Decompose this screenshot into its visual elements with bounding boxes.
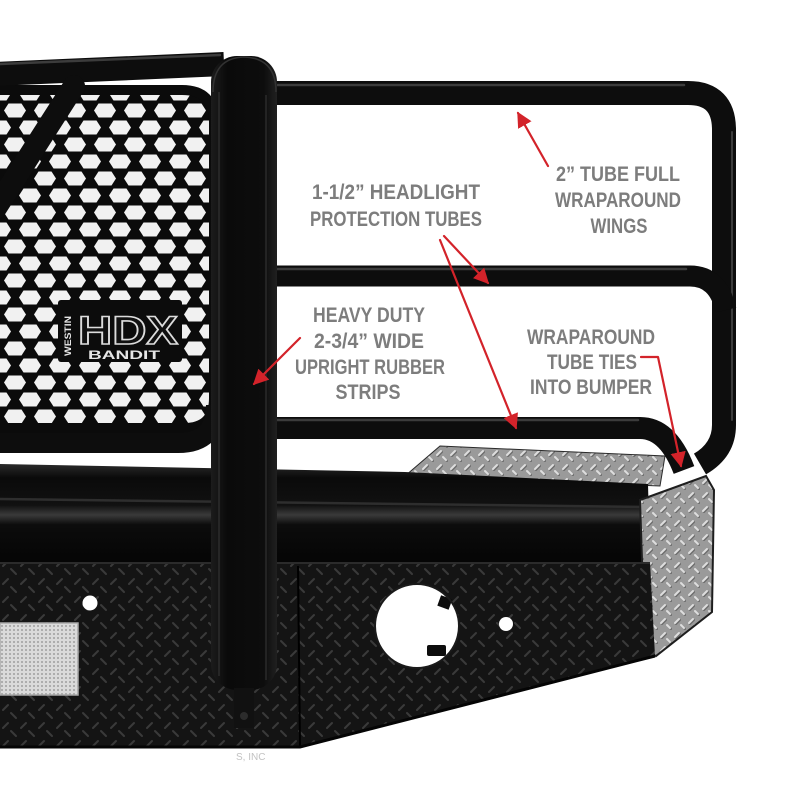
callout-arrow xyxy=(516,111,550,168)
callout-line: WINGS xyxy=(591,215,648,238)
tow-hole-small-right xyxy=(499,617,513,631)
callout-line: UPRIGHT RUBBER xyxy=(295,356,445,379)
callout-line: TUBE TIES xyxy=(547,351,637,374)
callout-line: STRIPS xyxy=(336,381,401,404)
callout-wraparound-wings: 2” TUBE FULL WRAPAROUND WINGS xyxy=(516,111,683,240)
logo-brand: WESTIN xyxy=(63,316,73,356)
front-bumper xyxy=(0,445,716,749)
upright-rubber-strip xyxy=(211,56,277,728)
tow-hole-small-left xyxy=(82,595,98,611)
winch-hole xyxy=(374,583,460,669)
logo-submodel: BANDIT xyxy=(88,348,161,362)
callout-line: 2” TUBE FULL xyxy=(556,163,680,186)
callout-tube-ties: WRAPAROUND TUBE TIES INTO BUMPER xyxy=(526,325,686,468)
callout-line: 1-1/2” HEADLIGHT xyxy=(312,181,480,204)
callout-arrow xyxy=(639,355,686,468)
wraparound-wings xyxy=(262,81,737,475)
watermark-text: S, INC xyxy=(236,752,265,763)
callout-line: HEAVY DUTY xyxy=(313,304,425,327)
light-mesh-panel xyxy=(0,622,79,696)
logo-badge: WESTIN HDX BANDIT xyxy=(58,300,182,362)
bumper-bar xyxy=(0,464,650,562)
upright-mount-bracket xyxy=(234,688,254,728)
callout-line: 2-3/4” WIDE xyxy=(314,330,424,353)
diagonal-tube xyxy=(0,75,85,219)
callout-arrow xyxy=(252,336,302,386)
logo-model: HDX xyxy=(78,309,178,353)
callout-headlight-tubes: 1-1/2” HEADLIGHT PROTECTION TUBES xyxy=(309,180,518,430)
callout-line: PROTECTION TUBES xyxy=(310,208,482,231)
callout-arrow xyxy=(442,234,490,285)
wing-middle-tube xyxy=(262,265,737,313)
callout-rubber-strips: HEAVY DUTY 2-3/4” WIDE UPRIGHT RUBBER ST… xyxy=(252,303,447,406)
callout-line: INTO BUMPER xyxy=(530,376,652,399)
callout-line: WRAPAROUND xyxy=(555,189,681,212)
bumper-lower-face xyxy=(0,562,655,748)
callout-arrow xyxy=(438,238,518,430)
top-hoop-tube xyxy=(0,52,225,86)
callout-line: WRAPAROUND xyxy=(527,326,655,349)
wing-top-tube xyxy=(262,81,736,475)
